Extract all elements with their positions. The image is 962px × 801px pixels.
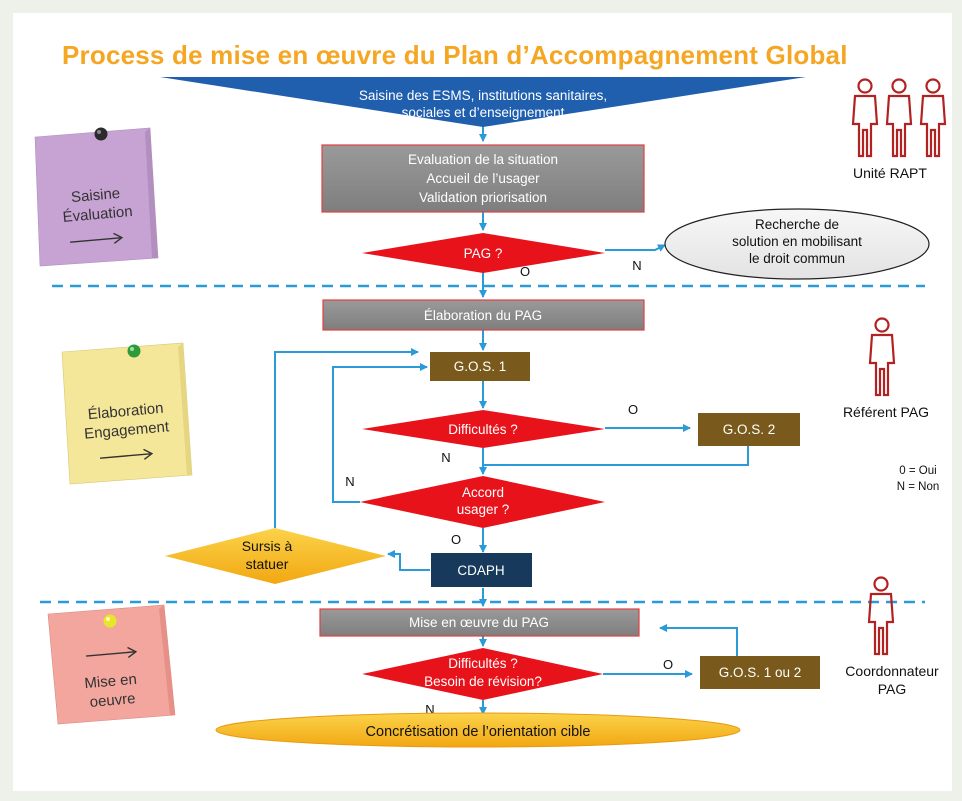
revision-decision: [362, 648, 603, 700]
arrow-pag-no: [605, 244, 666, 252]
mise-en-oeuvre-box: [319, 608, 640, 637]
difficultes-label: Difficultés ?: [448, 422, 518, 437]
recherche-line-2: solution en mobilisant: [732, 234, 862, 249]
label-n-4: N: [425, 702, 434, 717]
note-saisine-line-1: Saisine: [70, 185, 120, 206]
funnel-line-2: sociales et d’enseignement: [402, 105, 565, 120]
note-elaboration-line-1: Élaboration: [87, 400, 164, 424]
saisine-funnel: [160, 77, 806, 127]
note-saisine: Saisine Évaluation: [34, 127, 159, 267]
sursis-line-2: statuer: [246, 556, 289, 572]
elaboration-label: Élaboration du PAG: [424, 308, 542, 323]
label-o-3: O: [451, 532, 461, 547]
revision-line-1: Difficultés ?: [448, 656, 518, 671]
label-o-4: O: [663, 657, 673, 672]
label-n-1: N: [632, 258, 641, 273]
role-coordonnateur-line-1: Coordonnateur: [845, 663, 939, 679]
unite-rapt-people-icon: [851, 78, 947, 158]
pag-decision: [362, 233, 605, 273]
gos12-label: G.O.S. 1 ou 2: [719, 665, 802, 680]
evaluation-line-1: Evaluation de la situation: [408, 152, 558, 167]
note-elaboration-arrow-icon: [100, 448, 154, 460]
elaboration-box: [322, 299, 645, 331]
note-mise-line-1: Mise en: [84, 671, 138, 693]
gos1-box: [430, 352, 530, 381]
recherche-line-3: le droit commun: [749, 251, 845, 266]
evaluation-box: [321, 144, 645, 213]
note-mise-line-2: oeuvre: [89, 690, 136, 711]
concretisation-ellipse: [215, 712, 741, 748]
pushpin-green-icon: [127, 344, 141, 358]
note-mise: Mise en oeuvre: [47, 604, 176, 725]
gos2-box: [698, 413, 800, 446]
concretisation-label: Concrétisation de l’orientation cible: [366, 724, 591, 740]
difficultes-decision: [362, 410, 605, 448]
arrow-accord-no: [332, 363, 428, 503]
coordonnateur-person-icon: [867, 576, 895, 656]
role-coordonnateur-line-2: PAG: [878, 681, 907, 697]
role-unite-rapt: Unité RAPT: [853, 165, 927, 181]
recherche-ellipse: [664, 208, 930, 280]
pag-decision-label: PAG ?: [464, 246, 503, 261]
role-referent-pag: Référent PAG: [843, 404, 929, 420]
label-o-2: O: [628, 402, 638, 417]
sursis-decision: [165, 528, 386, 584]
note-saisine-arrow-icon: [70, 232, 124, 244]
label-n-2: N: [441, 450, 450, 465]
note-saisine-line-2: Évaluation: [62, 203, 133, 226]
recherche-line-1: Recherche de: [755, 217, 839, 232]
accord-line-2: usager ?: [457, 502, 510, 517]
revision-line-2: Besoin de révision?: [424, 674, 542, 689]
arrow-sursis-to-gos1: [274, 348, 419, 528]
arrow-gos12-return: [659, 624, 738, 656]
arrow-gos2-return: [483, 446, 749, 466]
note-elaboration: Élaboration Engagement: [61, 342, 193, 485]
accord-decision: [360, 476, 605, 528]
page-title: Process de mise en œuvre du Plan d’Accom…: [62, 40, 848, 70]
note-mise-arrow-icon: [86, 646, 138, 658]
evaluation-line-3: Validation priorisation: [419, 190, 547, 205]
accord-line-1: Accord: [462, 485, 504, 500]
gos12-box: [700, 656, 820, 689]
pushpin-dark-icon: [94, 127, 108, 141]
pushpin-yellow-icon: [103, 614, 117, 628]
legend-non: N = Non: [897, 481, 940, 493]
funnel-line-1: Saisine des ESMS, institutions sanitaire…: [359, 88, 607, 103]
gos2-label: G.O.S. 2: [723, 422, 776, 437]
cdaph-box: [431, 553, 532, 587]
referent-person-icon: [868, 317, 896, 397]
legend-oui: 0 = Oui: [899, 465, 936, 477]
mise-en-oeuvre-label: Mise en œuvre du PAG: [409, 615, 549, 630]
arrow-cdaph-to-sursis: [387, 550, 430, 571]
sursis-line-1: Sursis à: [242, 538, 293, 554]
gos1-label: G.O.S. 1: [454, 359, 507, 374]
label-n-3: N: [345, 474, 354, 489]
label-o-1: O: [520, 264, 530, 279]
cdaph-label: CDAPH: [457, 563, 504, 578]
evaluation-line-2: Accueil de l’usager: [426, 171, 540, 186]
